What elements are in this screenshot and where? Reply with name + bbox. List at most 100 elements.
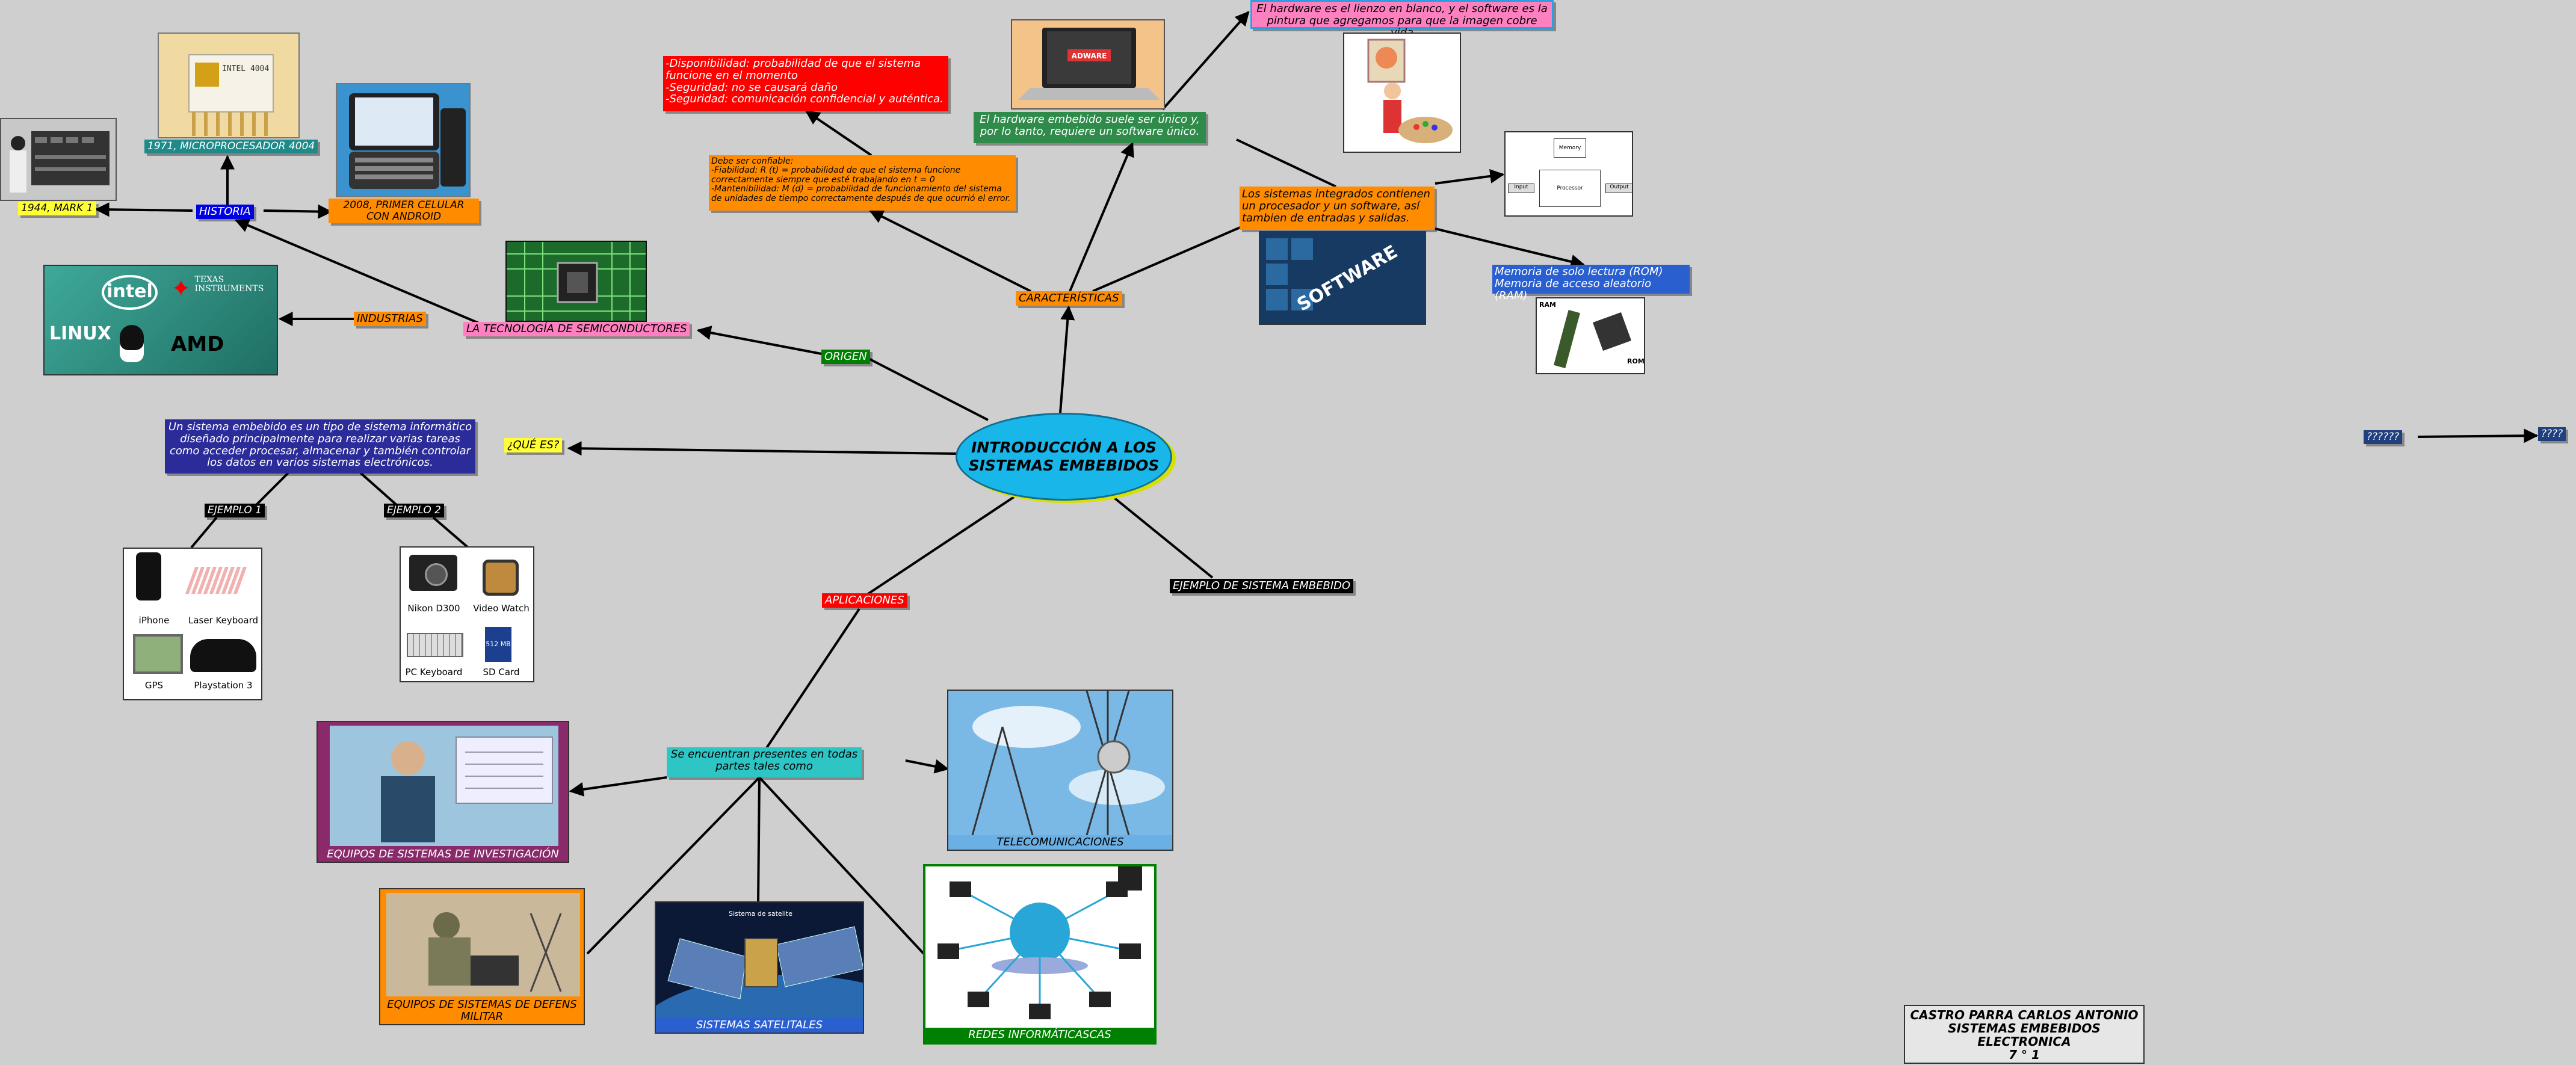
ram-text: Memoria de acceso aleatorio (RAM) (1495, 277, 1652, 302)
presentes-box[interactable]: Se encuentran presentes en todas partes … (667, 747, 862, 777)
fiabilidad-text: -Fiabilidad: R (t) = probabilidad de que… (711, 165, 961, 185)
laser-keyboard-caption: Laser Keyboard (188, 615, 259, 626)
iphone-icon (136, 552, 161, 600)
video-watch-caption: Video Watch (473, 603, 530, 614)
redes-label[interactable]: REDES INFORMÁTICASCAS (925, 1028, 1154, 1042)
ram-stick-icon (1554, 310, 1580, 368)
group-number: 7 ° 1 (2009, 1048, 2040, 1062)
ram-rom-image: RAM ROM (1536, 297, 1645, 374)
processor-diagram-image: Memory Input Processor Output (1504, 131, 1633, 217)
playstation-caption: Playstation 3 (194, 680, 253, 691)
mantenibilidad-text: -Mantenibilidad: M (d) = probabilidad de… (711, 184, 1011, 203)
sd-card-icon: 512 MB (485, 627, 511, 662)
intel-4004-image: INTEL 4004 (158, 32, 300, 138)
playstation-icon (190, 639, 256, 672)
intel-logo: intel (102, 275, 158, 310)
satelites-image: Sistema de satelite SISTEMAS SATELITALES (655, 901, 864, 1034)
defensa-label[interactable]: EQUIPOS DE SISTEMAS DE DEFENS MILITAR (380, 998, 584, 1024)
origen-label[interactable]: ORIGEN (821, 350, 870, 364)
side-left-label[interactable]: ?????? (2364, 430, 2403, 444)
ti-text: TEXAS INSTRUMENTS (194, 275, 264, 294)
software-icon: SOFTWARE (1260, 232, 1425, 324)
lienzo-box[interactable]: El hardware es el lienzo en blanco, y el… (1250, 0, 1554, 39)
career-name: ELECTRONICA (1977, 1034, 2071, 1049)
mark1-image (0, 118, 117, 201)
input-box: Input (1508, 184, 1534, 193)
android-phone-image (336, 83, 471, 197)
adware-laptop-image: ADWARE (1011, 19, 1165, 110)
circuit-board-icon (507, 242, 646, 321)
investigacion-label[interactable]: EQUIPOS DE SISTEMAS DE INVESTIGACIÓN (318, 847, 568, 862)
chip-text: INTEL 4004 (222, 64, 269, 73)
mark1-label[interactable]: 1944, MARK 1 (18, 202, 96, 215)
soldier-icon (386, 893, 580, 996)
rom-label: ROM (1627, 357, 1645, 365)
hardware-unico-box[interactable]: El hardware embebido suele ser único y, … (974, 112, 1206, 143)
telecom-label[interactable]: TELECOMUNICACIONES (948, 835, 1172, 850)
memory-box: Memory (1554, 138, 1586, 158)
output-box: Output (1605, 184, 1632, 193)
industrias-label[interactable]: INDUSTRIAS (354, 312, 426, 326)
satellite-caption: Sistema de satelite (729, 910, 792, 918)
adware-text: ADWARE (1072, 52, 1107, 60)
software-image: SOFTWARE (1259, 231, 1426, 325)
microprocesador-label[interactable]: 1971, MICROPROCESADOR 4004 (144, 140, 318, 153)
ejemplo2-label[interactable]: EJEMPLO 2 (384, 504, 444, 517)
que-es-label[interactable]: ¿QUÉ ES? (504, 438, 563, 452)
credits-box: CASTRO PARRA CARLOS ANTONIO SISTEMAS EMB… (1904, 1005, 2145, 1064)
texas-instruments-logo: ✦TEXAS INSTRUMENTS (171, 275, 264, 303)
company-logos-image: intel ✦TEXAS INSTRUMENTS LINUX AMD (43, 265, 278, 375)
central-topic[interactable]: INTRODUCCIÓN A LOS SISTEMAS EMBEBIDOS (956, 413, 1172, 501)
pc-keyboard-caption: PC Keyboard (405, 667, 463, 678)
side-right-label[interactable]: ???? (2538, 427, 2566, 441)
defensa-image: EQUIPOS DE SISTEMAS DE DEFENS MILITAR (379, 888, 585, 1025)
circuit-board-image (505, 241, 647, 322)
gps-icon (133, 634, 183, 674)
disponibilidad-box[interactable]: -Disponibilidad: probabilidad de que el … (663, 56, 948, 111)
historia-label[interactable]: HISTORIA (196, 205, 254, 219)
central-topic-title: INTRODUCCIÓN A LOS SISTEMAS EMBEBIDOS (968, 439, 1160, 474)
caracteristicas-label[interactable]: CARACTERÍSTICAS (1016, 291, 1122, 306)
android-phone-icon (337, 84, 469, 196)
tux-icon (120, 325, 144, 362)
satellite-icon: Sistema de satelite (656, 903, 863, 1033)
mark1-computer-icon (1, 119, 116, 200)
sd-card-caption: SD Card (483, 667, 520, 678)
ejemplo1-label[interactable]: EJEMPLO 1 (205, 504, 265, 517)
research-icon (330, 726, 558, 846)
memoria-box[interactable]: Memoria de solo lectura (ROM) Memoria de… (1492, 265, 1690, 301)
network-icon (925, 866, 1154, 1026)
painter-icon (1344, 34, 1460, 152)
painter-image (1343, 32, 1461, 153)
semiconductores-label[interactable]: LA TECNOLOGÍA DE SEMICONDUCTORES (463, 322, 690, 336)
ejemplo-sistema-label[interactable]: EJEMPLO DE SISTEMA EMBEBIDO (1170, 579, 1354, 593)
iphone-caption: iPhone (138, 615, 170, 626)
integrados-box[interactable]: Los sistemas integrados contienen un pro… (1240, 187, 1435, 230)
telecom-image: TELECOMUNICACIONES (947, 690, 1173, 851)
primer-celular-label[interactable]: 2008, PRIMER CELULAR CON ANDROID (329, 199, 479, 224)
confiable-box[interactable]: Debe ser confiable: -Fiabilidad: R (t) =… (709, 155, 1016, 211)
gps-caption: GPS (144, 680, 164, 691)
examples1-image: iPhone Laser Keyboard GPS Playstation 3 (123, 548, 262, 700)
nikon-caption: Nikon D300 (407, 603, 460, 614)
laptop-icon: ADWARE (1012, 20, 1164, 108)
processor-box: Processor (1539, 170, 1601, 207)
satelitales-label[interactable]: SISTEMAS SATELITALES (656, 1018, 863, 1033)
seguridad-dano-text: -Seguridad: no se causará daño (666, 81, 838, 94)
amd-logo: AMD (171, 332, 224, 356)
linux-logo: LINUX (49, 323, 111, 344)
rom-text: Memoria de solo lectura (ROM) (1495, 265, 1663, 278)
investigacion-image: EQUIPOS DE SISTEMAS DE INVESTIGACIÓN (317, 721, 569, 863)
rom-chip-icon (1592, 312, 1632, 351)
confiable-title: Debe ser confiable: (711, 156, 794, 166)
author-name: CASTRO PARRA CARLOS ANTONIO (1910, 1008, 2139, 1022)
microprocessor-icon: INTEL 4004 (159, 34, 298, 137)
aplicaciones-label[interactable]: APLICACIONES (822, 593, 907, 608)
video-watch-icon (483, 560, 519, 596)
definition-box[interactable]: Un sistema embebido es un tipo de sistem… (165, 419, 475, 474)
examples2-image: Nikon D300 Video Watch PC Keyboard 512 M… (400, 546, 534, 682)
telecom-tower-icon (948, 691, 1172, 836)
seguridad-comunicacion-text: -Seguridad: comunicación confidencial y … (666, 93, 944, 106)
